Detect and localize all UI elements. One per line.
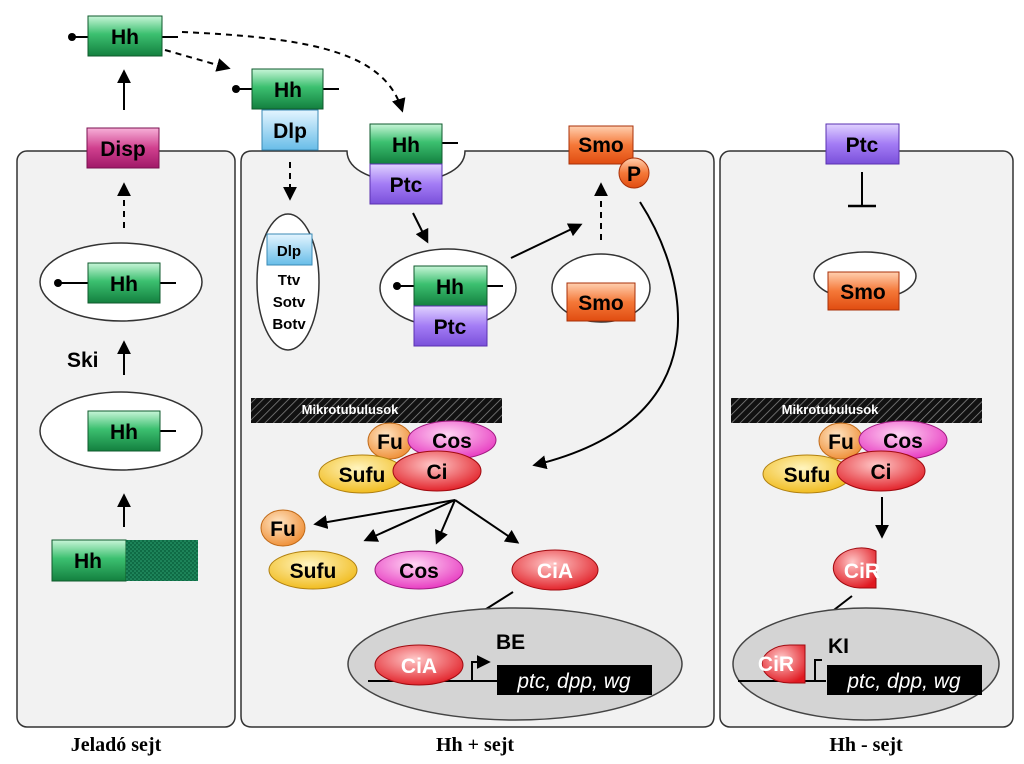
svg-text:Cos: Cos bbox=[399, 560, 439, 583]
svg-text:Hh: Hh bbox=[436, 276, 464, 299]
svg-text:Fu: Fu bbox=[377, 431, 403, 454]
caption-hh-minus-cell: Hh - sejt bbox=[829, 734, 903, 756]
svg-text:Disp: Disp bbox=[100, 138, 146, 161]
sufu-free bbox=[268, 550, 358, 590]
svg-text:Ci: Ci bbox=[871, 461, 892, 484]
ci-protein bbox=[392, 450, 482, 492]
ttv-label: Ttv bbox=[278, 272, 301, 289]
hh-vesicle-lipid: Hh bbox=[54, 262, 176, 304]
hh-ptc-membrane: Hh Ptc bbox=[369, 123, 458, 205]
svg-text:Ptc: Ptc bbox=[434, 316, 467, 339]
svg-text:ptc, dpp, wg: ptc, dpp, wg bbox=[846, 670, 961, 693]
cia-nuclear bbox=[374, 644, 464, 686]
hh-precursor: Hh bbox=[51, 539, 198, 582]
svg-text:Hh: Hh bbox=[274, 79, 302, 102]
sotv-label: Sotv bbox=[273, 294, 306, 311]
cos-free bbox=[374, 550, 464, 590]
svg-text:Sufu: Sufu bbox=[339, 464, 386, 487]
caption-hh-plus-cell: Hh + sejt bbox=[436, 734, 514, 756]
svg-text:Hh: Hh bbox=[110, 421, 138, 444]
svg-text:Smo: Smo bbox=[578, 292, 624, 315]
cia-protein bbox=[511, 549, 599, 591]
svg-text:CiR: CiR bbox=[844, 560, 880, 583]
transcription-start-blocked bbox=[814, 659, 822, 681]
svg-text:Fu: Fu bbox=[828, 431, 854, 454]
microtubules-bar bbox=[251, 398, 502, 423]
fu-free bbox=[260, 509, 306, 547]
cir-protein bbox=[832, 547, 877, 589]
disp-protein: Disp bbox=[86, 127, 160, 169]
cir-nuclear bbox=[761, 644, 806, 684]
ptc-inhibitor: Ptc bbox=[825, 123, 900, 165]
hh-label: Hh bbox=[111, 26, 139, 49]
hh-vesicle: Hh bbox=[87, 410, 176, 452]
svg-text:Cos: Cos bbox=[432, 430, 472, 453]
dlp-protein bbox=[266, 233, 313, 266]
hh-dlp-complex: Hh Dlp bbox=[232, 68, 339, 151]
svg-text:Dlp: Dlp bbox=[273, 120, 307, 143]
smo-phosphorylated: Smo P bbox=[568, 125, 650, 189]
hh-released: Hh bbox=[68, 15, 178, 57]
microtubules-bar bbox=[731, 398, 982, 423]
svg-text:CiA: CiA bbox=[401, 655, 437, 678]
botv-label: Botv bbox=[272, 316, 306, 333]
microtubules-label: Mikrotubulusok bbox=[302, 402, 400, 417]
target-genes-box bbox=[827, 665, 982, 695]
svg-text:Hh: Hh bbox=[392, 134, 420, 157]
smo-inactive: Smo bbox=[827, 271, 900, 311]
svg-text:Smo: Smo bbox=[840, 281, 886, 304]
svg-text:CiR: CiR bbox=[758, 653, 794, 676]
svg-text:Cos: Cos bbox=[883, 430, 923, 453]
ski-label: Ski bbox=[67, 349, 99, 372]
svg-text:ptc, dpp, wg: ptc, dpp, wg bbox=[516, 670, 631, 693]
svg-text:Sufu: Sufu bbox=[784, 464, 831, 487]
ki-label: KI bbox=[828, 635, 849, 658]
caption-sending-cell: Jeladó sejt bbox=[71, 734, 162, 756]
svg-text:Sufu: Sufu bbox=[290, 560, 337, 583]
svg-text:Ptc: Ptc bbox=[390, 174, 423, 197]
svg-text:Smo: Smo bbox=[578, 134, 624, 157]
smo-vesicle-protein: Smo bbox=[566, 282, 636, 322]
hh-ptc-internalized: Hh Ptc bbox=[393, 265, 503, 347]
svg-text:Mikrotubulusok: Mikrotubulusok bbox=[782, 402, 880, 417]
svg-text:Dlp: Dlp bbox=[277, 243, 301, 260]
transcription-start-arrow bbox=[471, 655, 491, 681]
svg-text:Ptc: Ptc bbox=[846, 134, 879, 157]
svg-text:Fu: Fu bbox=[270, 518, 296, 541]
phosphate-label: P bbox=[627, 163, 641, 186]
svg-text:Hh: Hh bbox=[110, 273, 138, 296]
svg-text:Ci: Ci bbox=[427, 461, 448, 484]
be-label: BE bbox=[496, 631, 525, 654]
target-genes-box bbox=[497, 665, 652, 695]
svg-text:Hh: Hh bbox=[74, 550, 102, 573]
ci-protein bbox=[836, 450, 926, 492]
svg-text:CiA: CiA bbox=[537, 560, 573, 583]
